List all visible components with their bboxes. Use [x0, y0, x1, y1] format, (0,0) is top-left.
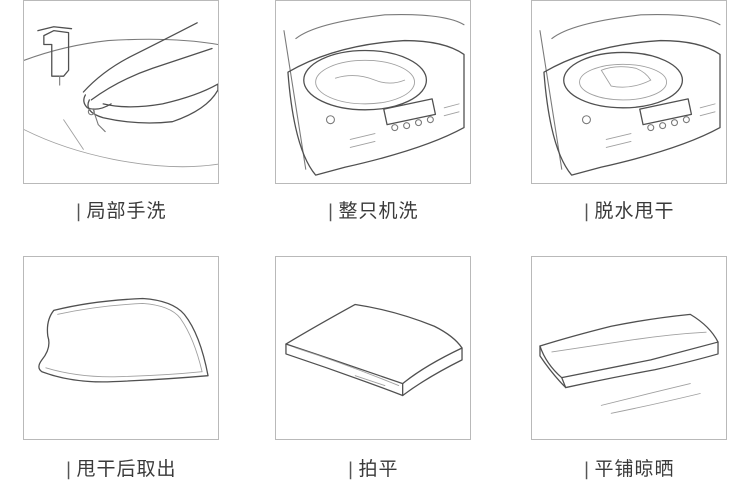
step-label: 拍平 [359, 458, 399, 480]
step-caption: |平铺晾晒 [531, 454, 727, 481]
step-caption: |局部手洗 [23, 196, 219, 223]
hand-wash-icon [24, 1, 218, 183]
washing-machine-icon [276, 1, 470, 183]
separator: | [65, 459, 72, 480]
step-caption: |脱水甩干 [531, 196, 727, 223]
step-card-pat-flat [275, 256, 471, 440]
separator: | [583, 201, 590, 222]
step-label: 整只机洗 [339, 200, 419, 222]
step-card-lay-flat-dry [531, 256, 727, 440]
separator: | [75, 201, 82, 222]
step-caption: |整只机洗 [275, 196, 471, 223]
lay-flat-dry-icon [532, 257, 726, 439]
step-caption: |甩干后取出 [23, 454, 219, 481]
pat-flat-icon [276, 257, 470, 439]
separator: | [347, 459, 354, 480]
step-label: 平铺晾晒 [595, 458, 675, 480]
pillow-removed-icon [24, 257, 218, 439]
step-card-hand-wash [23, 0, 219, 184]
step-caption: |拍平 [275, 454, 471, 481]
separator: | [583, 459, 590, 480]
step-card-spin-dry [531, 0, 727, 184]
step-card-machine-wash [275, 0, 471, 184]
step-card-pillow-removed [23, 256, 219, 440]
step-label: 局部手洗 [87, 200, 167, 222]
step-label: 甩干后取出 [77, 458, 177, 480]
step-label: 脱水甩干 [595, 200, 675, 222]
spin-dry-icon [532, 1, 726, 183]
separator: | [327, 201, 334, 222]
